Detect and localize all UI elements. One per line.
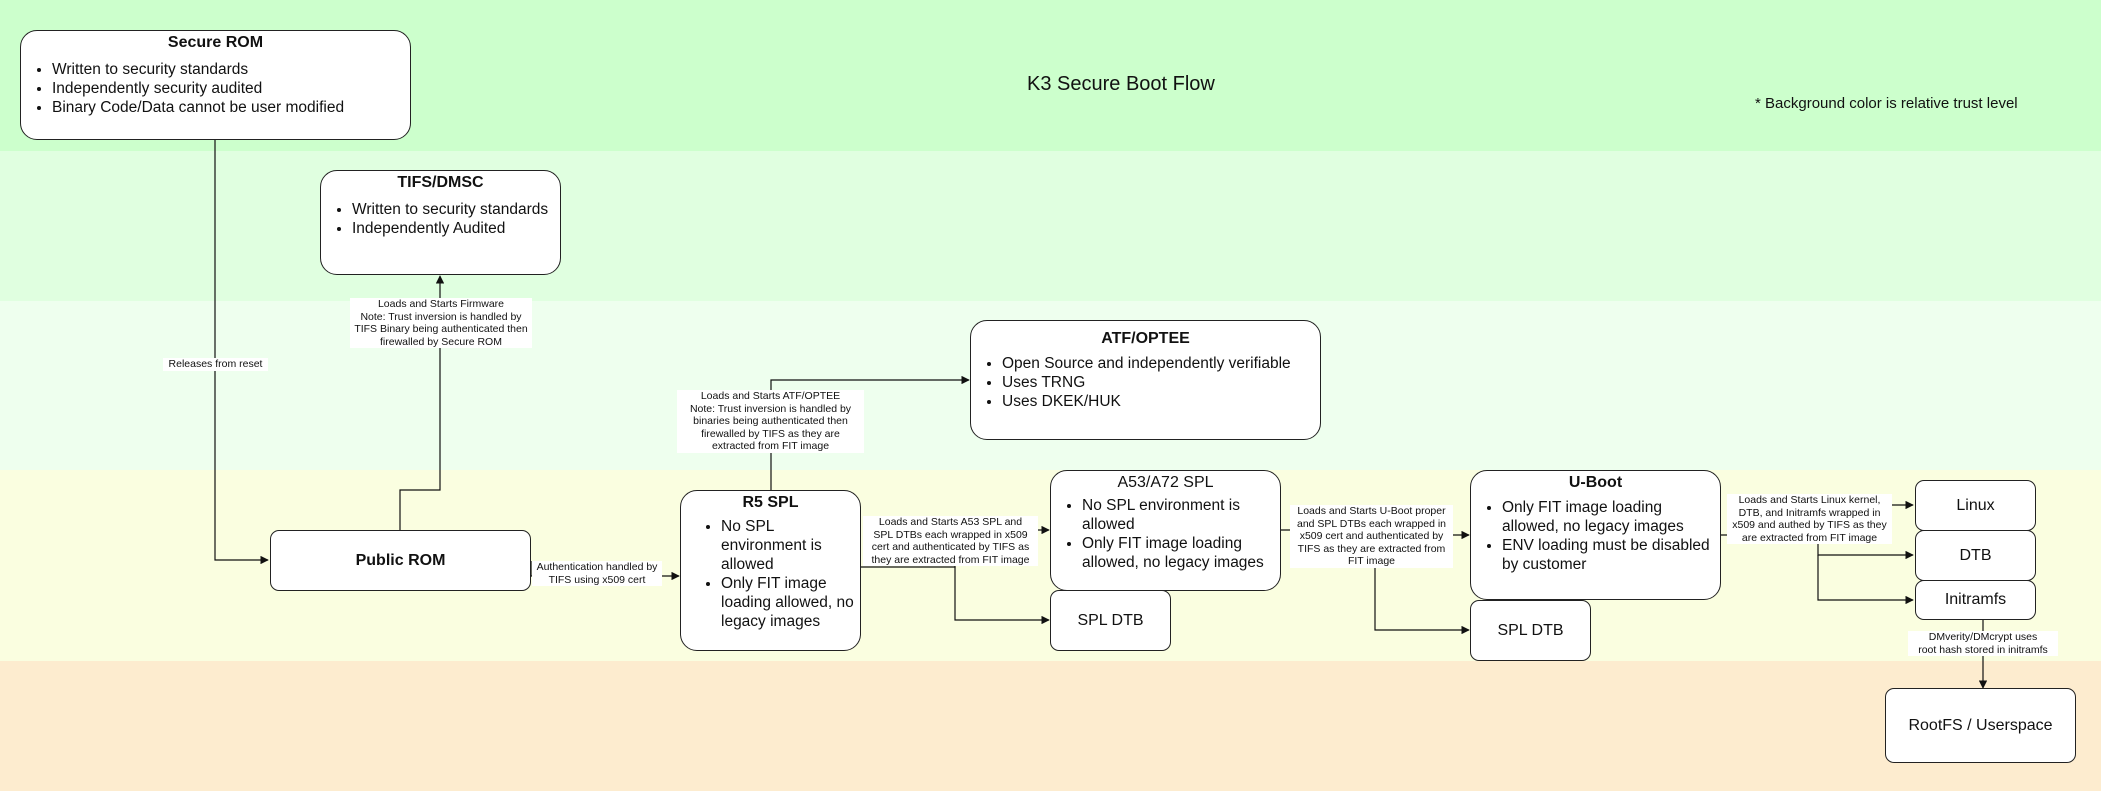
linux-box: Linux xyxy=(1915,480,2036,531)
initramfs-box: Initramfs xyxy=(1915,580,2036,620)
edge-publicrom-tifs xyxy=(399,275,445,530)
atf-load-label: Loads and Starts ATF/OPTEE Note: Trust i… xyxy=(677,390,864,453)
list-item: No SPL environment is allowed xyxy=(1082,496,1280,534)
r5-spl-title: R5 SPL xyxy=(742,494,799,511)
secure-rom-list: Written to security standards Independen… xyxy=(21,60,410,117)
tifs-dmsc-list: Written to security standards Independen… xyxy=(321,200,560,238)
atf-optee-title: ATF/OPTEE xyxy=(1101,330,1190,347)
list-item: Only FIT image loading allowed, no legac… xyxy=(721,574,860,631)
rootfs-userspace-box: RootFS / Userspace xyxy=(1885,688,2076,763)
trust-band-lowest xyxy=(0,661,2101,791)
tifs-load-label: Loads and Starts Firmware Note: Trust in… xyxy=(350,298,532,348)
edge-r5spl-atf xyxy=(770,375,970,490)
list-item: Independently Audited xyxy=(352,219,560,238)
a53-load-label: Loads and Starts A53 SPL and SPL DTBs ea… xyxy=(863,516,1038,566)
edge-securerom-publicrom xyxy=(214,140,269,565)
atf-optee-list: Open Source and independently verifiable… xyxy=(971,354,1320,411)
spl-dtb-box-a53: SPL DTB xyxy=(1470,600,1591,661)
releases-from-reset-label: Releases from reset xyxy=(163,358,268,371)
list-item: Written to security standards xyxy=(352,200,560,219)
a53-a72-spl-list: No SPL environment is allowed Only FIT i… xyxy=(1051,496,1280,572)
list-item: Independently security audited xyxy=(52,79,410,98)
a53-a72-spl-title: A53/A72 SPL xyxy=(1117,474,1214,491)
list-item: Open Source and independently verifiable xyxy=(1002,354,1320,373)
list-item: Binary Code/Data cannot be user modified xyxy=(52,98,410,117)
list-item: No SPL environment is allowed xyxy=(721,517,860,574)
authentication-label: Authentication handled by TIFS using x50… xyxy=(532,561,662,586)
a53-a72-spl-box: A53/A72 SPL No SPL environment is allowe… xyxy=(1050,470,1281,591)
r5-spl-list: No SPL environment is allowed Only FIT i… xyxy=(681,517,860,631)
dtb-box: DTB xyxy=(1915,530,2036,581)
tifs-dmsc-title: TIFS/DMSC xyxy=(397,174,484,191)
list-item: Only FIT image loading allowed, no legac… xyxy=(1502,498,1720,536)
trust-note: * Background color is relative trust lev… xyxy=(1755,95,2018,112)
dmverity-label: DMverity/DMcrypt uses root hash stored i… xyxy=(1908,631,2058,656)
list-item: Only FIT image loading allowed, no legac… xyxy=(1082,534,1280,572)
tifs-dmsc-box: TIFS/DMSC Written to security standards … xyxy=(320,170,561,275)
uboot-load-label: Loads and Starts U-Boot proper and SPL D… xyxy=(1290,505,1453,568)
list-item: Uses TRNG xyxy=(1002,373,1320,392)
atf-optee-box: ATF/OPTEE Open Source and independently … xyxy=(970,320,1321,440)
u-boot-list: Only FIT image loading allowed, no legac… xyxy=(1471,498,1720,574)
list-item: ENV loading must be disabled by customer xyxy=(1502,536,1720,574)
r5-spl-box: R5 SPL No SPL environment is allowed Onl… xyxy=(680,490,861,651)
list-item: Uses DKEK/HUK xyxy=(1002,392,1320,411)
public-rom-box: Public ROM xyxy=(270,530,531,591)
u-boot-title: U-Boot xyxy=(1568,474,1623,491)
edge-r5spl-spldtb1 xyxy=(954,567,1050,625)
linux-load-label: Loads and Starts Linux kernel, DTB, and … xyxy=(1727,494,1892,544)
secure-rom-box: Secure ROM Written to security standards… xyxy=(20,30,411,140)
secure-rom-title: Secure ROM xyxy=(167,34,264,51)
edge-uboot-initramfs xyxy=(1817,555,1914,605)
spl-dtb-box-r5: SPL DTB xyxy=(1050,590,1171,651)
list-item: Written to security standards xyxy=(52,60,410,79)
diagram-title: K3 Secure Boot Flow xyxy=(1027,73,1215,95)
u-boot-box: U-Boot Only FIT image loading allowed, n… xyxy=(1470,470,1721,600)
